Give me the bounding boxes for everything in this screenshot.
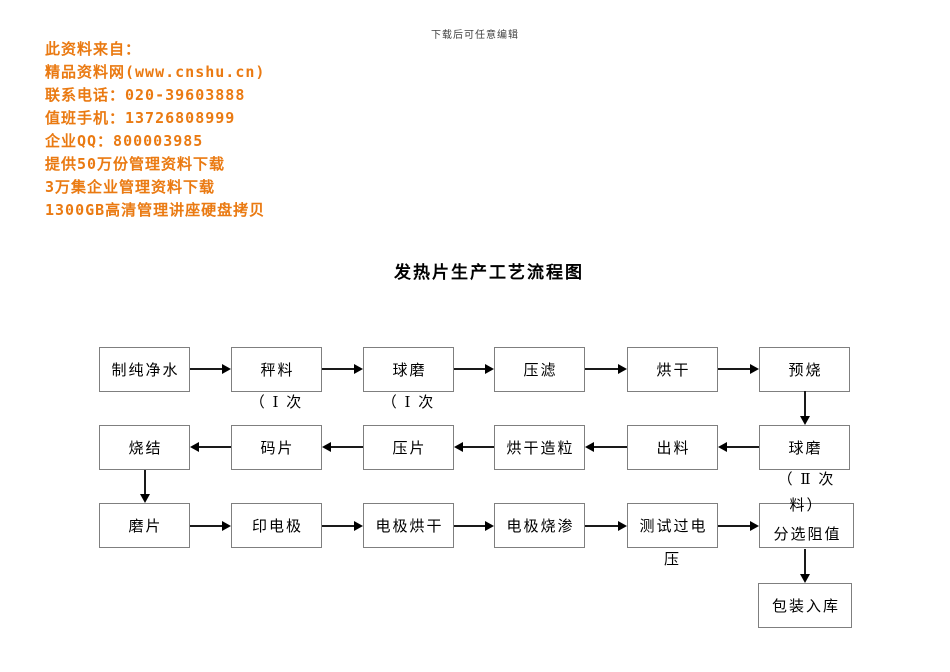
flow-arrow-down: [140, 470, 150, 503]
flow-arrow-right: [190, 521, 231, 531]
flow-arrow-left: [718, 442, 759, 452]
flow-node-r2c5: 出料: [627, 425, 718, 470]
flow-node-r3c2: 印电极: [231, 503, 322, 548]
promo-line: 3万集企业管理资料下载: [45, 178, 216, 196]
flow-node-r3c5: 测试过电: [627, 503, 718, 548]
flow-arrow-right: [454, 364, 494, 374]
flow-arrow-right: [322, 521, 363, 531]
flow-arrow-right: [718, 521, 759, 531]
promo-line: 提供50万份管理资料下载: [45, 155, 226, 173]
flow-node-r2c6: 球磨: [759, 425, 850, 470]
flow-node-r1c2: 秤料: [231, 347, 322, 392]
promo-block: 此资料来自： 精品资料网(www.cnshu.cn) 联系电话：020-3960…: [45, 38, 265, 222]
promo-line: 精品资料网(www.cnshu.cn): [45, 63, 266, 81]
flow-arrow-left: [322, 442, 363, 452]
flow-arrow-left: [190, 442, 231, 452]
flow-node-r3c1: 磨片: [99, 503, 190, 548]
flow-arrow-right: [585, 521, 627, 531]
flow-node-r1c4: 压滤: [494, 347, 585, 392]
flow-annotation: （ Ⅰ 次: [249, 395, 304, 411]
flow-node-final: 包装入库: [758, 583, 852, 628]
flow-node-r1c1: 制纯净水: [99, 347, 190, 392]
flow-annotation: 料）: [789, 498, 824, 514]
flow-node-r2c4: 烘干造粒: [494, 425, 585, 470]
flow-arrow-down: [800, 549, 810, 583]
flow-node-r3c3: 电极烘干: [363, 503, 454, 548]
flow-arrow-right: [585, 364, 627, 374]
flow-arrow-left: [454, 442, 494, 452]
promo-line: 1300GB高清管理讲座硬盘拷贝: [45, 201, 266, 219]
flow-node-r1c5: 烘干: [627, 347, 718, 392]
flow-annotation: 压: [663, 552, 681, 568]
page-title: 发热片生产工艺流程图: [394, 263, 584, 282]
flow-node-r2c2: 码片: [231, 425, 322, 470]
flow-node-r3c4: 电极烧渗: [494, 503, 585, 548]
flow-arrow-right: [190, 364, 231, 374]
promo-line: 此资料来自：: [45, 40, 142, 58]
flow-node-r2c3: 压片: [363, 425, 454, 470]
flow-arrow-right: [322, 364, 363, 374]
flow-arrow-down: [800, 391, 810, 425]
promo-line: 值班手机：13726808999: [45, 109, 236, 127]
flow-arrow-right: [454, 521, 494, 531]
flow-annotation: （ Ⅱ 次: [777, 472, 836, 488]
flow-annotation: （ Ⅰ 次: [381, 395, 436, 411]
flow-node-r3c6: 分选阻值: [759, 503, 854, 548]
flow-arrow-left: [585, 442, 627, 452]
header-note: 下载后可任意编辑: [431, 30, 519, 41]
flow-arrow-right: [718, 364, 759, 374]
promo-line: 联系电话：020-39603888: [45, 86, 246, 104]
flow-node-r2c1: 烧结: [99, 425, 190, 470]
flow-node-r1c3: 球磨: [363, 347, 454, 392]
flow-node-r1c6: 预烧: [759, 347, 850, 392]
promo-line: 企业QQ：800003985: [45, 132, 204, 150]
